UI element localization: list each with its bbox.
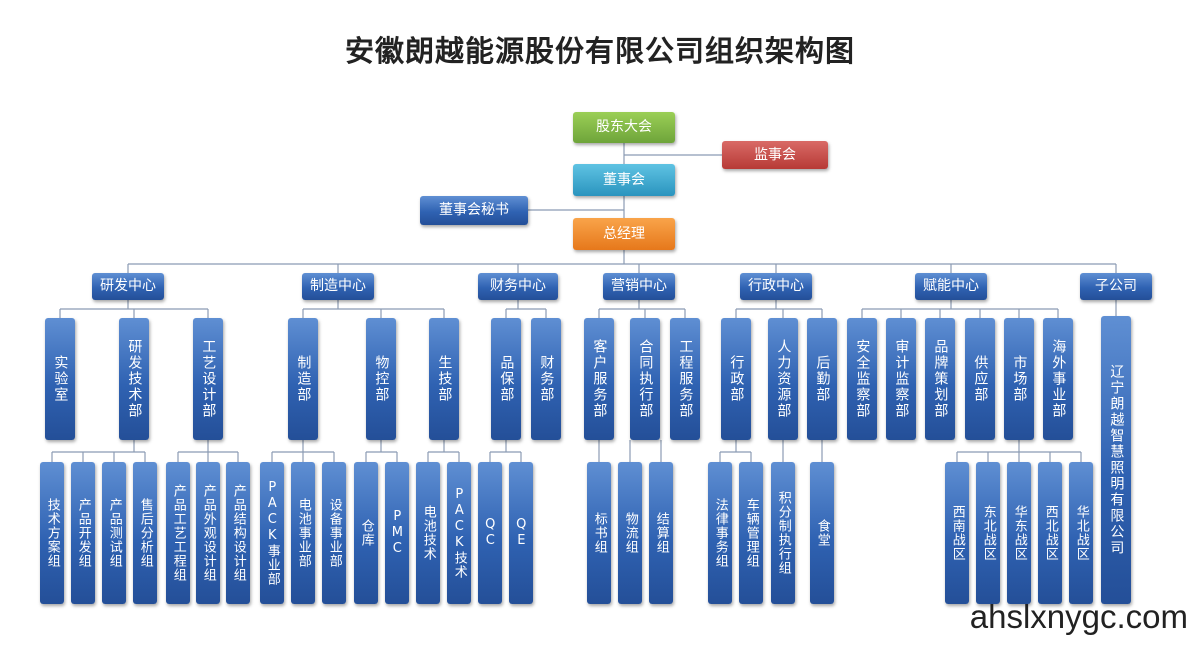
group-canteen: 食堂 [810,462,834,604]
watermark-text: ahslxnygc.com [969,598,1188,635]
center-rd: 研发中心 [92,273,164,300]
general-manager-box: 总经理 [573,218,675,250]
group-warehouse: 仓库 [354,462,378,604]
group-appearance-design: 产品外观设计组 [196,462,220,604]
group-battery-division: 电池事业部 [291,462,315,604]
dept-logistics: 后勤部 [807,318,837,440]
group-northwest-region: 西北战区 [1038,462,1062,604]
dept-manufacturing: 制造部 [288,318,318,440]
group-pmc: PMC [385,462,409,604]
dept-audit-supervision: 审计监察部 [886,318,916,440]
dept-market: 市场部 [1004,318,1034,440]
group-qe: QE [509,462,533,604]
dept-rd-tech: 研发技术部 [119,318,149,440]
group-logistics: 物流组 [618,462,642,604]
center-subsidiary: 子公司 [1080,273,1152,300]
dept-contract-execution: 合同执行部 [630,318,660,440]
dept-process-design: 工艺设计部 [193,318,223,440]
group-legal-affairs: 法律事务组 [708,462,732,604]
dept-administration: 行政部 [721,318,751,440]
dept-quality-assurance: 品保部 [491,318,521,440]
group-product-dev: 产品开发组 [71,462,95,604]
group-process-engineering: 产品工艺工程组 [166,462,190,604]
group-after-sales: 售后分析组 [133,462,157,604]
dept-material-control: 物控部 [366,318,396,440]
dept-human-resources: 人力资源部 [768,318,798,440]
supervisory-board-box: 监事会 [722,141,828,169]
dept-finance: 财务部 [531,318,561,440]
dept-brand-planning: 品牌策划部 [925,318,955,440]
board-of-directors-box: 董事会 [573,164,675,196]
group-vehicle-management: 车辆管理组 [739,462,763,604]
dept-production-tech: 生技部 [429,318,459,440]
group-settlement: 结算组 [649,462,673,604]
group-northeast-region: 东北战区 [976,462,1000,604]
center-admin: 行政中心 [740,273,812,300]
group-east-china-region: 华东战区 [1007,462,1031,604]
dept-supply: 供应部 [965,318,995,440]
group-qc: QC [478,462,502,604]
group-pack-division: PACK事业部 [260,462,284,604]
group-pack-tech: PACK技术 [447,462,471,604]
shareholders-meeting-box: 股东大会 [573,112,675,143]
dept-customer-service: 客户服务部 [584,318,614,440]
dept-engineering-service: 工程服务部 [670,318,700,440]
dept-overseas: 海外事业部 [1043,318,1073,440]
group-north-china-region: 华北战区 [1069,462,1093,604]
center-empowerment: 赋能中心 [915,273,987,300]
center-marketing: 营销中心 [603,273,675,300]
group-structure-design: 产品结构设计组 [226,462,250,604]
center-finance: 财务中心 [478,273,558,300]
subsidiary-liaoning: 辽宁朗越智慧照明有限公司 [1101,316,1131,604]
group-battery-tech: 电池技术 [416,462,440,604]
group-equipment-division: 设备事业部 [322,462,346,604]
group-southwest-region: 西南战区 [945,462,969,604]
chart-title: 安徽朗越能源股份有限公司组织架构图 [344,34,855,68]
group-bidding: 标书组 [587,462,611,604]
group-product-test: 产品测试组 [102,462,126,604]
group-points-execution: 积分制执行组 [771,462,795,604]
center-manufacturing: 制造中心 [302,273,374,300]
dept-lab: 实验室 [45,318,75,440]
board-secretary-box: 董事会秘书 [420,196,528,225]
group-tech-solution: 技术方案组 [40,462,64,604]
dept-safety-supervision: 安全监察部 [847,318,877,440]
